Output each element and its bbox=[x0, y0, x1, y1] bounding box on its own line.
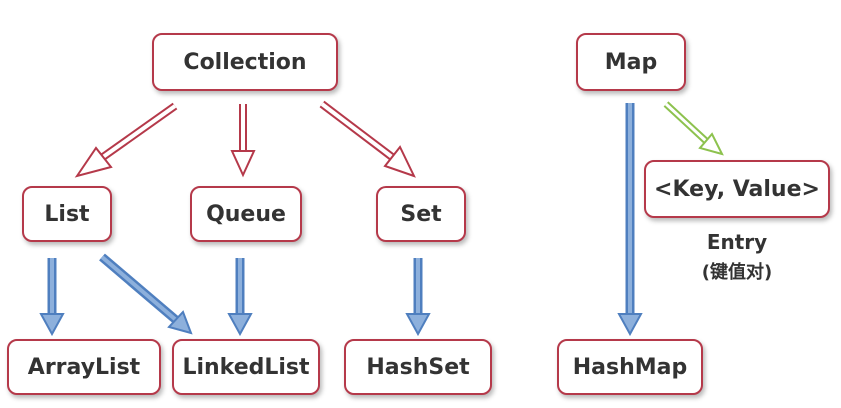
arraylist-node: ArrayList bbox=[7, 339, 161, 395]
arrow-queue-to-linkedlist bbox=[227, 258, 253, 337]
arrow-map-to-entry bbox=[663, 101, 724, 156]
map-node: Map bbox=[576, 33, 686, 91]
arrow-list-to-linkedlist bbox=[99, 253, 193, 335]
set-node: Set bbox=[376, 186, 466, 242]
linkedlist-node: LinkedList bbox=[172, 339, 320, 395]
hashmap-node: HashMap bbox=[557, 339, 703, 395]
arrow-collection-to-list bbox=[74, 102, 178, 178]
queue-node: Queue bbox=[190, 186, 302, 242]
hashset-node: HashSet bbox=[344, 339, 492, 395]
entry-subtitle: (键值对) bbox=[701, 262, 773, 283]
arrow-list-to-arraylist bbox=[39, 258, 65, 337]
arrow-collection-to-set bbox=[319, 100, 416, 178]
key-value-node: <Key, Value> bbox=[644, 160, 830, 218]
collection-node: Collection bbox=[152, 33, 338, 91]
arrow-set-to-hashset bbox=[405, 258, 431, 337]
arrow-collection-to-queue bbox=[230, 104, 256, 178]
entry-caption: Entry bbox=[706, 230, 768, 254]
list-node: List bbox=[22, 186, 112, 242]
arrow-map-to-hashmap bbox=[617, 103, 643, 337]
